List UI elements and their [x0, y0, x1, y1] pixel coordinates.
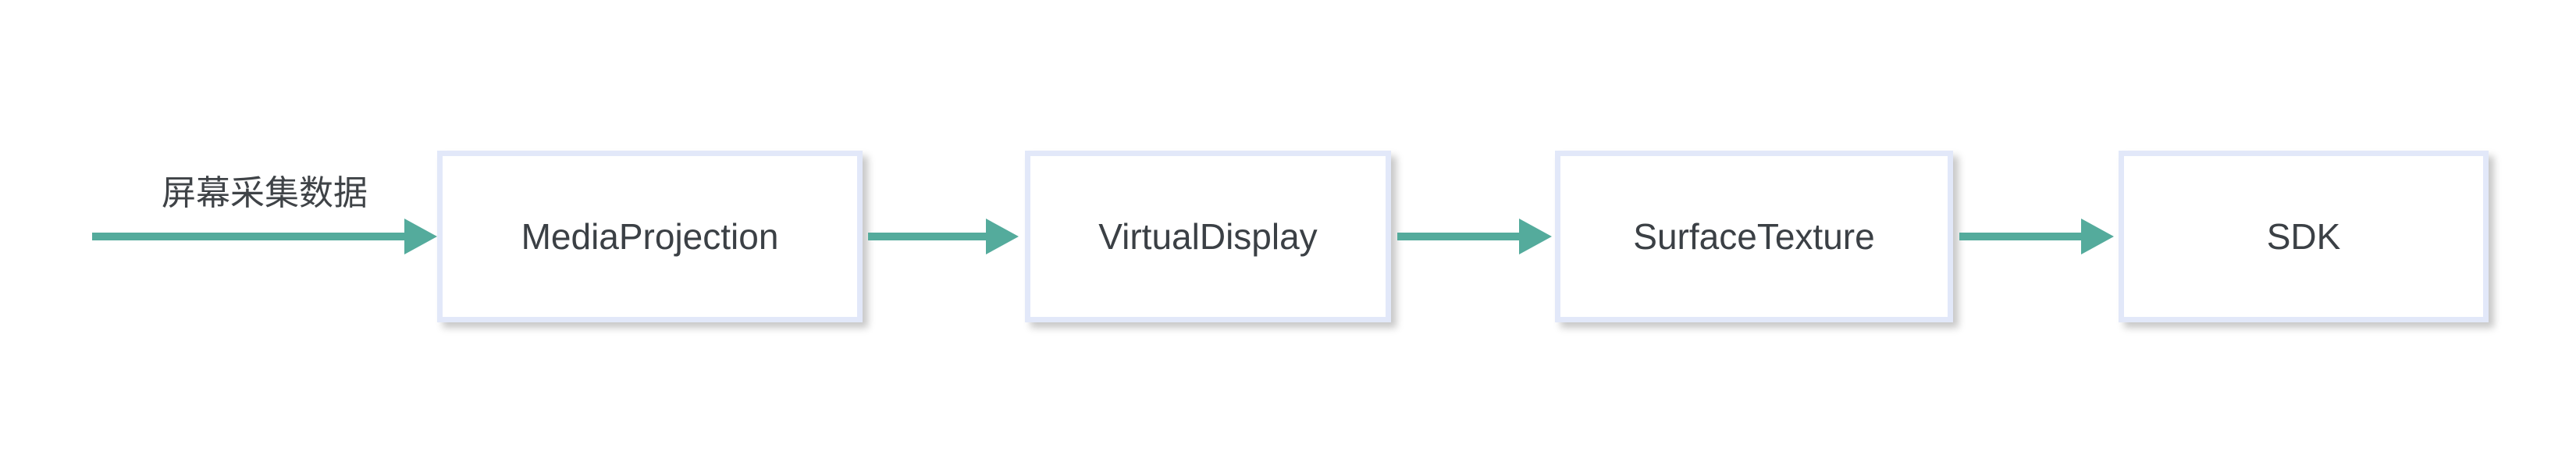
node-mediaprojection: MediaProjection	[437, 151, 863, 322]
node-sdk-label: SDK	[2266, 216, 2341, 257]
arrow-head-icon	[404, 219, 437, 254]
arrow-head-icon	[1519, 219, 1552, 254]
arrow-shaft	[868, 233, 986, 240]
node-virtualdisplay: VirtualDisplay	[1025, 151, 1391, 322]
arrow-shaft	[92, 233, 404, 240]
flow-arrow-mediaprojection-to-virtualdisplay	[868, 219, 1019, 254]
arrow-head-icon	[986, 219, 1019, 254]
node-sdk: SDK	[2119, 151, 2489, 322]
arrow-head-icon	[2081, 219, 2114, 254]
node-mediaprojection-label: MediaProjection	[521, 216, 779, 257]
flow-arrow-input-to-mediaprojection	[92, 219, 437, 254]
flow-input-label: 屏幕采集数据	[162, 174, 368, 212]
node-surfacetexture-label: SurfaceTexture	[1633, 216, 1875, 257]
flow-arrow-surfacetexture-to-sdk	[1959, 219, 2114, 254]
node-virtualdisplay-label: VirtualDisplay	[1098, 216, 1318, 257]
arrow-shaft	[1959, 233, 2081, 240]
arrow-shaft	[1397, 233, 1519, 240]
flow-arrow-virtualdisplay-to-surfacetexture	[1397, 219, 1552, 254]
node-surfacetexture: SurfaceTexture	[1555, 151, 1953, 322]
